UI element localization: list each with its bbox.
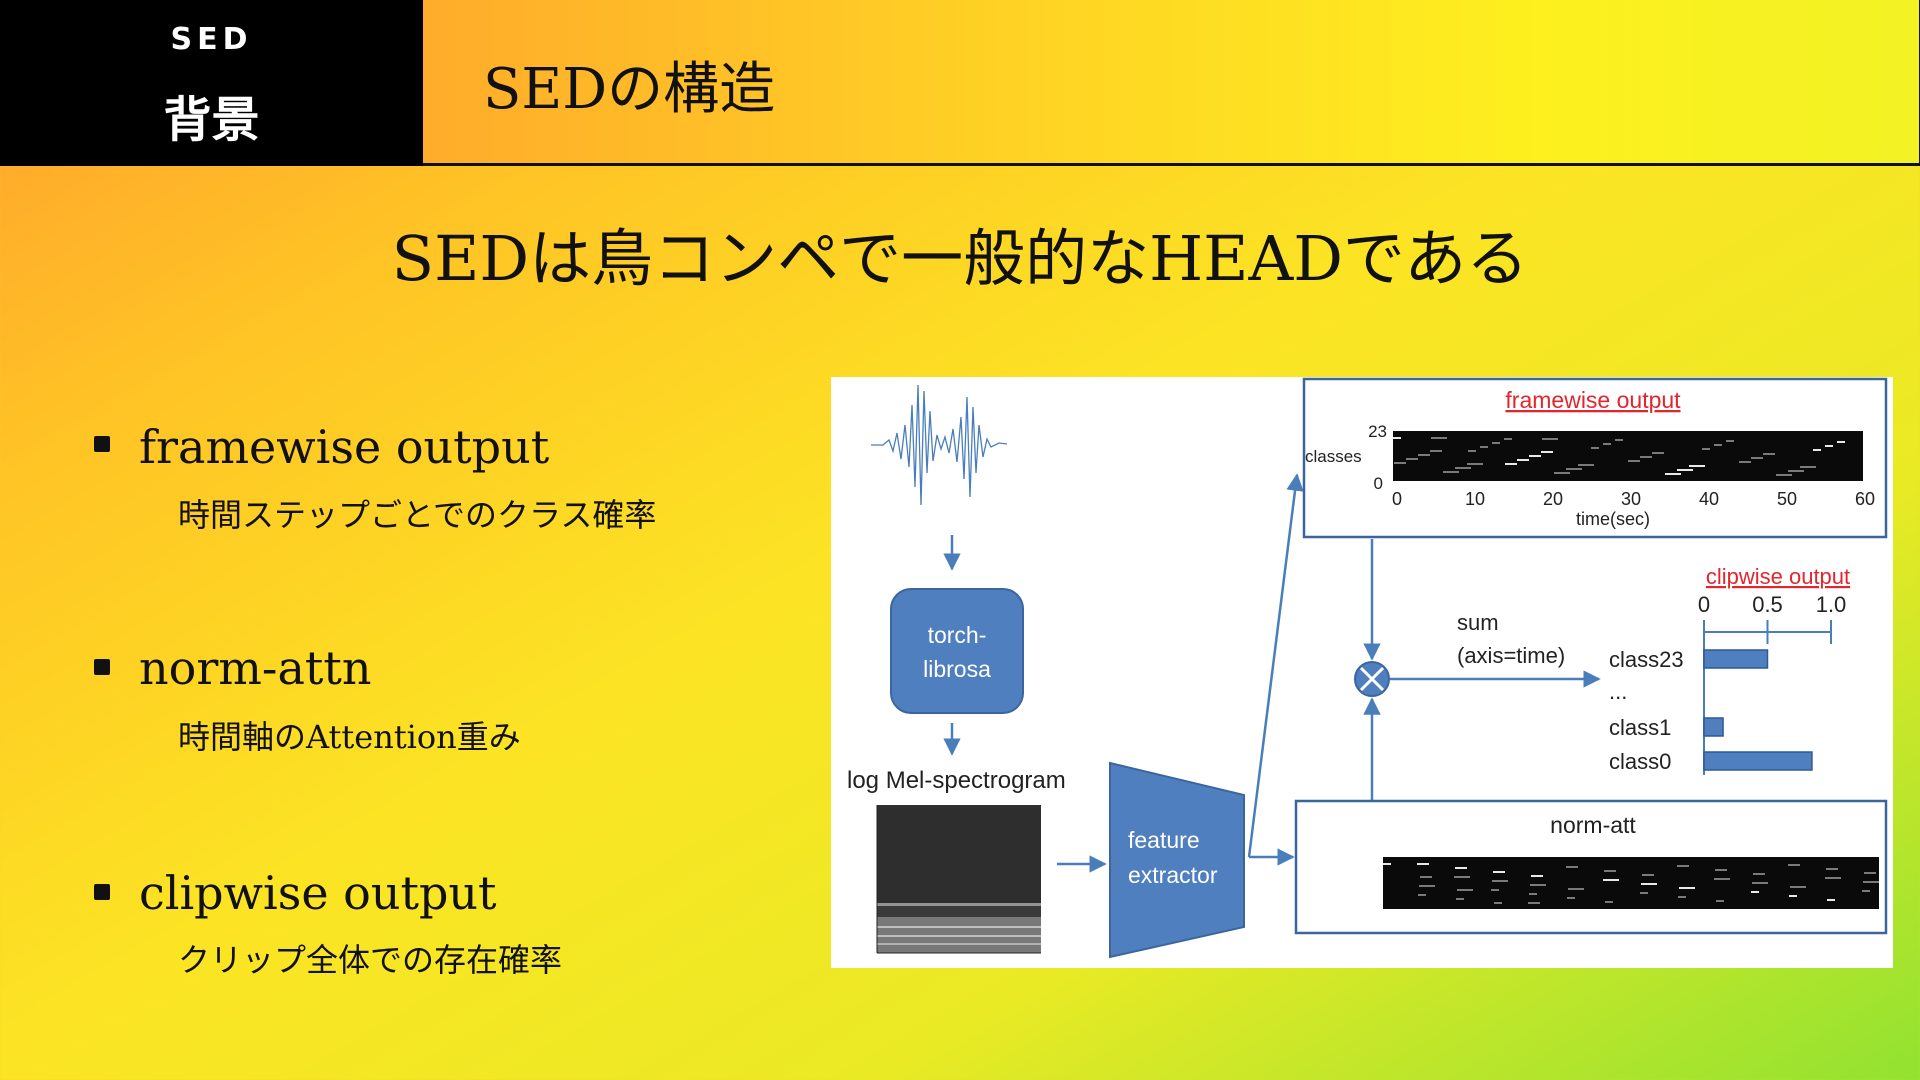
heatmap-activations	[1393, 437, 1845, 476]
clip-tick-label: 0.5	[1752, 592, 1783, 617]
sum-label: (axis=time)	[1457, 643, 1565, 668]
torchlibrosa-label: torch-	[928, 622, 987, 648]
bullet-marker	[94, 436, 110, 452]
class-axis-min: 0	[1374, 474, 1383, 493]
class-label: class1	[1609, 715, 1671, 740]
clip-bar	[1703, 751, 1813, 771]
header: SED 背景 SEDの構造	[0, 0, 1920, 166]
norm-att-title: norm-att	[1550, 812, 1636, 838]
section-tag-label: SED	[170, 22, 253, 57]
clip-tick-label: 1.0	[1816, 592, 1847, 617]
waveform-icon	[871, 384, 1008, 506]
heatmap-activations	[1383, 863, 1879, 904]
time-tick: 10	[1465, 489, 1485, 509]
feature-extractor-block	[1109, 761, 1245, 959]
section-tag-title: 背景	[163, 92, 260, 148]
bullet-title: clipwise output	[139, 866, 497, 920]
time-axis-label: time(sec)	[1576, 509, 1650, 529]
bullet-marker	[94, 884, 110, 900]
clip-tick-label: 0	[1698, 592, 1710, 617]
time-tick: 20	[1543, 489, 1563, 509]
time-tick: 30	[1621, 489, 1641, 509]
mel-spectrogram-label: log Mel-spectrogram	[847, 767, 1066, 794]
bullet-description: 時間ステップごとでのクラス確率	[178, 496, 657, 534]
clip-bar	[1703, 717, 1724, 737]
sum-label: sum	[1457, 610, 1499, 635]
bullet-title: norm-attn	[139, 641, 372, 695]
torchlibrosa-label: librosa	[923, 656, 991, 682]
class-label: class23	[1609, 647, 1684, 672]
multiply-icon	[1354, 661, 1390, 697]
framewise-output-title: framewise output	[1505, 387, 1681, 413]
feature-extractor-label: feature	[1128, 827, 1200, 853]
time-tick: 0	[1392, 489, 1402, 509]
clip-bar	[1703, 649, 1769, 669]
class-label: class0	[1609, 749, 1671, 774]
clipwise-output-title: clipwise output	[1706, 564, 1850, 589]
bullet-description: 時間軸のAttention重み	[178, 718, 521, 756]
time-tick: 40	[1699, 489, 1719, 509]
slide-title: SEDの構造	[483, 57, 776, 122]
feature-extractor-label: extractor	[1128, 862, 1218, 888]
bullet-title: framewise output	[139, 420, 550, 474]
time-tick: 60	[1855, 489, 1875, 509]
section-tag: SED 背景	[0, 0, 423, 166]
bullet-description: クリップ全体での存在確率	[178, 941, 563, 979]
class-axis-label: classes	[1305, 447, 1362, 466]
slide-subtitle: SEDは鳥コンペで一般的なHEADである	[391, 222, 1529, 295]
norm-att-heatmap	[1383, 857, 1879, 909]
time-tick: 50	[1777, 489, 1797, 509]
flow-arrow	[1247, 473, 1304, 858]
title-bar: SEDの構造	[423, 0, 1920, 166]
torchlibrosa-box	[890, 588, 1024, 714]
class-axis-max: 23	[1368, 422, 1387, 441]
clipwise-bar-chart: 0 0.5 1.0 class23... class1 class0	[1609, 592, 1846, 775]
framewise-heatmap	[1393, 431, 1863, 481]
sed-architecture-diagram: torch- librosa log Mel-spectrogram featu…	[831, 377, 1893, 968]
bullet-marker	[94, 659, 110, 675]
class-label: ...	[1609, 679, 1627, 704]
